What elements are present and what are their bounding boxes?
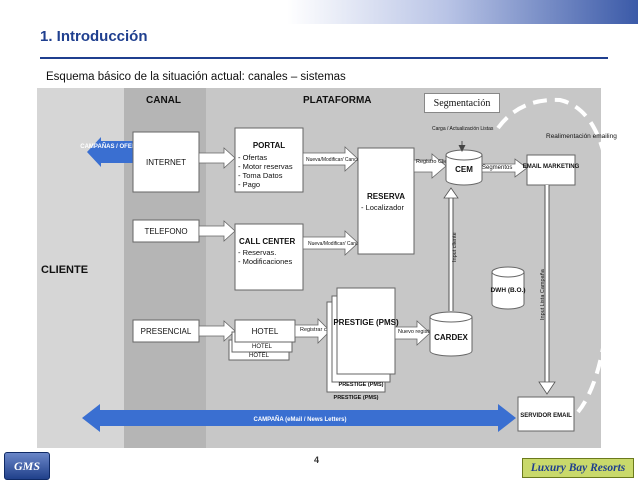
presencial-label: PRESENCIAL — [141, 327, 192, 336]
dwh-label: DWH (B.O.) — [490, 287, 525, 294]
cardex-to-cem-head — [443, 187, 459, 199]
campana-arrow — [82, 404, 516, 432]
campana-label: CAMPAÑA (eMail / News Letters) — [253, 416, 346, 423]
segmentos-label: Segmentos — [482, 165, 512, 171]
servidor-email-label: SERVIDOR EMAIL — [520, 413, 572, 419]
telefono-to-callcenter-arrow — [198, 220, 236, 242]
hotel-front-label: HOTEL — [252, 327, 279, 336]
carga-actualizacion-label: Carga / Actualización Listas — [432, 126, 494, 132]
slide-title: 1. Introducción — [40, 28, 148, 45]
nuevo-registro-label: Nuevo registro — [398, 329, 434, 335]
dwh-cylinder-body — [491, 272, 525, 310]
registrar-cliente-label: Registrar cliente — [300, 327, 340, 333]
portal-item: - Pago — [238, 180, 260, 189]
canal-header: CANAL — [146, 95, 181, 106]
call-center-item: - Reservas. — [238, 248, 276, 257]
internet-box — [132, 131, 200, 193]
campanas-ofertas-arrow — [87, 137, 134, 167]
presencial-to-hotel-arrow — [198, 320, 236, 342]
input-cliente-label: Input cliente — [452, 232, 458, 262]
internet-label: INTERNET — [146, 158, 186, 167]
reserva-item: - Localizador — [361, 203, 404, 212]
portal-to-reserva-arrow — [302, 146, 359, 172]
prestige-title: PRESTIGE (PMS) — [333, 318, 399, 327]
realimentacion-loop — [496, 97, 615, 414]
dwh-cylinder-top — [491, 266, 525, 278]
cardex-label: CARDEX — [434, 333, 468, 342]
portal-item: - Motor reservas — [238, 162, 293, 171]
prestige-back-label: PRESTIGE (PMS) — [334, 395, 379, 401]
prestige-box — [336, 287, 396, 375]
cem-to-email-marketing-arrow — [481, 158, 528, 178]
page-number: 4 — [314, 455, 320, 465]
hotel-to-prestige-arrow — [294, 318, 331, 344]
email-to-servidor-head — [538, 381, 556, 395]
title-rule — [40, 57, 608, 59]
portal-title: PORTAL — [253, 141, 285, 150]
nueva-modificar-label: Nueva/Modificar/ Cancelar Reserva — [306, 157, 385, 163]
hotel-back-label: HOTEL — [249, 353, 270, 359]
reserva-box — [357, 147, 415, 255]
segmentacion-box: Segmentación — [424, 93, 500, 113]
call-center-title: CALL CENTER — [239, 237, 296, 246]
registro-cliente-label: Registro Cliente — [416, 159, 455, 165]
hotel-middle-label: HOTEL — [252, 344, 273, 350]
gms-logo: GMS — [4, 452, 50, 480]
reserva-to-cem-arrow — [413, 153, 447, 179]
prestige-to-cardex-arrow — [394, 320, 431, 346]
reserva-title: RESERVA — [367, 192, 405, 201]
cardex-cylinder-body — [429, 317, 473, 357]
luxury-bay-resorts-logo: Luxury Bay Resorts — [522, 458, 634, 478]
realimentacion-label: Realimentación emailing — [546, 133, 617, 140]
portal-box — [234, 127, 304, 193]
email-marketing-box — [526, 154, 576, 186]
cem-cylinder-body — [445, 155, 483, 186]
email-marketing-label: EMAIL MARKETING — [523, 164, 580, 170]
cem-label: CEM — [455, 165, 473, 174]
email-marketing-label-line: EMAIL MARKETING — [523, 164, 580, 170]
header-gradient-bar — [0, 0, 638, 24]
servidor-email-box — [517, 396, 575, 432]
cardex-cylinder-top — [429, 311, 473, 323]
cem-cylinder-top — [445, 149, 483, 161]
callcenter-to-reserva-arrow — [302, 230, 359, 256]
prestige-middle-label: PRESTIGE (PMS) — [339, 382, 384, 388]
slide-subtitle: Esquema básico de la situación actual: c… — [46, 71, 346, 83]
campanas-ofertas-label: CAMPAÑAS / OFERTAS — [80, 143, 147, 150]
cliente-label: CLIENTE — [41, 264, 88, 276]
call-center-box — [234, 223, 304, 291]
plataforma-header: PLATAFORMA — [303, 95, 372, 106]
nueva-modificar-label: Nueva/Modificar/ Cancelar Reserva — [308, 241, 387, 247]
internet-to-portal-arrow — [198, 147, 236, 169]
portal-item: - Ofertas — [238, 153, 267, 162]
call-center-item: - Modificaciones — [238, 257, 292, 266]
input-lista-campana-label: Input Lista Campaña — [540, 268, 546, 320]
telefono-label: TELEFONO — [144, 227, 187, 236]
portal-item: - Toma Datos — [238, 171, 283, 180]
